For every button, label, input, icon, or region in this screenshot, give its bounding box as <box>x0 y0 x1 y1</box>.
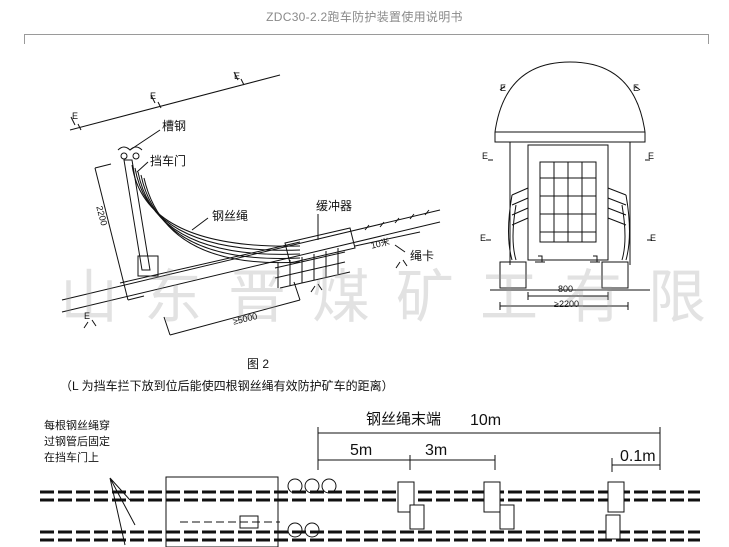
label-dim-800: 800 <box>558 284 574 294</box>
e-marker: E <box>648 151 655 161</box>
arch-dome <box>494 61 646 133</box>
figure-caption: 图 2 <box>247 357 270 371</box>
wire-rope-3 <box>137 171 301 255</box>
clamp-2b <box>499 504 515 530</box>
track-rail-bottom <box>61 221 441 313</box>
label-barrier-gate: 挡车门 <box>150 154 187 168</box>
roof-hatch <box>70 71 245 131</box>
gate-box-plan <box>165 476 279 547</box>
buffer-rollers <box>277 248 339 288</box>
e-marker: E <box>150 91 157 101</box>
leader-rope <box>191 217 209 231</box>
rope-note-line: 每根钢丝绳穿 <box>44 420 110 432</box>
leader-channel <box>129 129 161 151</box>
dim-10m-line <box>354 231 421 247</box>
e-marker: E <box>480 233 487 243</box>
label-dim-10m-bottom: 10m <box>470 412 502 429</box>
label-dim-3m: 3m <box>425 442 448 459</box>
wire-rope-2 <box>134 167 301 251</box>
header-corner-right <box>708 34 709 44</box>
rope-note-line: 在挡车门上 <box>44 452 99 464</box>
base-block-left <box>499 261 527 289</box>
buffer-box <box>284 227 356 264</box>
e-marker: E <box>482 151 489 161</box>
e-marker: E <box>84 311 91 321</box>
dim-2200-side-line <box>499 302 629 310</box>
document-header: ZDC30-2.2跑车防护装置使用说明书 <box>0 0 729 44</box>
rope-clamp-marks <box>364 209 430 231</box>
e-marker: E <box>650 233 657 243</box>
e-marker: E <box>633 83 640 93</box>
side-ropes-left <box>508 187 529 261</box>
arch-walls <box>494 132 646 265</box>
buffer-roller-row <box>274 251 351 289</box>
clamp-2a <box>483 481 501 513</box>
label-dim-01m: 0.1m <box>620 448 656 465</box>
floor-hatch <box>83 259 408 329</box>
label-dim-2200-side: ≥2200 <box>554 299 579 309</box>
rails-cross <box>535 255 600 263</box>
dim-2200-line <box>94 167 129 301</box>
dim-5m-bottom <box>318 455 411 470</box>
watermark: 山东晋煤矿工有限公司 <box>60 263 729 331</box>
wire-rope-1 <box>131 164 301 247</box>
gate-bars <box>540 162 596 242</box>
base-block-right <box>601 261 629 289</box>
gate-base <box>137 255 159 277</box>
dim-10m-bottom <box>317 427 661 470</box>
header-rule <box>24 34 709 35</box>
rope-note-line: 过钢管后固定 <box>44 436 110 448</box>
label-rope-end: 钢丝绳末端 <box>366 411 442 428</box>
clamp-3b <box>605 514 621 540</box>
e-markers-right <box>486 85 652 241</box>
e-marker: E <box>72 111 79 121</box>
wire-rope-4 <box>140 174 301 260</box>
clamp-3a <box>607 481 625 513</box>
note-leaders <box>109 477 136 546</box>
label-wire-rope: 钢丝绳 <box>212 209 249 223</box>
dim-5000-line <box>169 299 301 336</box>
gate-frame <box>527 144 609 261</box>
dim-800-line <box>527 292 609 300</box>
label-dim-5m: 5m <box>350 442 373 459</box>
label-channel-steel: 槽钢 <box>162 119 187 133</box>
dim-01m-bottom <box>611 458 660 472</box>
gate-post <box>123 159 151 271</box>
label-rope-clamp: 绳卡 <box>410 249 435 263</box>
label-buffer: 缓冲器 <box>316 199 353 213</box>
document-title: ZDC30-2.2跑车防护装置使用说明书 <box>266 10 463 24</box>
figure-note: （L 为挡车拦下放到位后能使四根钢丝绳有效防护矿车的距离） <box>60 379 394 393</box>
dim-3m-bottom <box>410 455 496 470</box>
header-corner-left <box>24 34 25 44</box>
wire-rope-5 <box>143 177 301 264</box>
rope-note: 每根钢丝绳穿 过钢管后固定 在挡车门上 <box>44 418 110 466</box>
leader-clamp <box>394 244 406 253</box>
leader-gate <box>136 161 149 173</box>
roof-line <box>69 74 281 131</box>
track-rail-top <box>61 209 441 301</box>
fixture <box>239 515 259 529</box>
e-marker: E <box>500 83 507 93</box>
clamp-1b <box>409 504 425 530</box>
e-marker: E <box>234 71 241 81</box>
side-ropes-right <box>607 187 630 261</box>
